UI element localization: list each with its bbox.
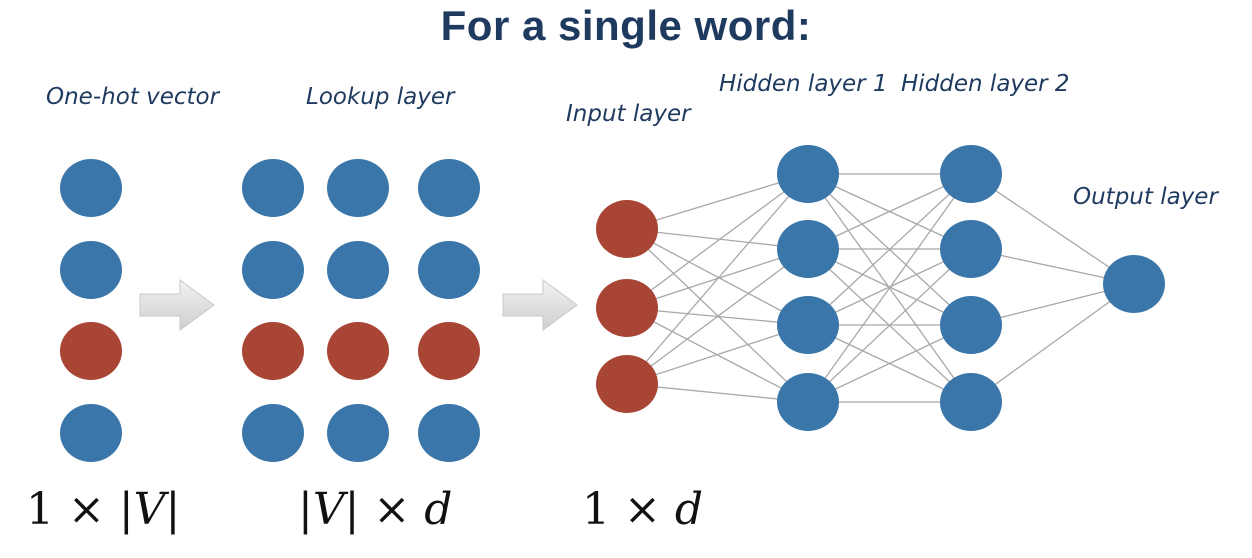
input-node bbox=[596, 355, 658, 413]
lookup-node bbox=[327, 322, 389, 380]
lookup-node bbox=[327, 159, 389, 217]
one-hot-dimension: 1 × |V| bbox=[26, 484, 180, 535]
label-hidden-layer-2: Hidden layer 2 bbox=[901, 71, 1070, 97]
lookup-node bbox=[242, 404, 304, 462]
lookup-node bbox=[418, 404, 480, 462]
lookup-node bbox=[418, 322, 480, 380]
lookup-dim-middle: | × bbox=[344, 484, 425, 535]
input-dimension: 1 × d bbox=[582, 484, 703, 535]
one-hot-dim-v: V bbox=[133, 484, 166, 535]
label-one-hot-vector: One-hot vector bbox=[46, 84, 220, 110]
one-hot-node bbox=[60, 241, 122, 299]
connections bbox=[626, 173, 1135, 403]
nodes bbox=[60, 145, 1165, 462]
connection-line bbox=[626, 173, 809, 230]
one-hot-dim-suffix: | bbox=[165, 484, 181, 535]
one-hot-node bbox=[60, 159, 122, 217]
lookup-dim-v: V bbox=[312, 484, 345, 535]
hidden1-node bbox=[777, 296, 839, 354]
lookup-node bbox=[327, 241, 389, 299]
input-dim-d: d bbox=[674, 484, 704, 535]
hidden1-node bbox=[777, 220, 839, 278]
hidden2-node bbox=[940, 296, 1002, 354]
one-hot-node bbox=[60, 322, 122, 380]
connection-line bbox=[626, 324, 809, 385]
hidden2-node bbox=[940, 373, 1002, 431]
arrow-right-icon bbox=[502, 279, 578, 331]
lookup-dim-d: d bbox=[424, 484, 453, 535]
arrow-right-icon bbox=[139, 279, 215, 331]
connection-line bbox=[970, 173, 1135, 285]
input-node bbox=[596, 279, 658, 337]
connection-line bbox=[626, 228, 809, 403]
lookup-node bbox=[418, 159, 480, 217]
one-hot-node bbox=[60, 404, 122, 462]
input-node bbox=[596, 200, 658, 258]
lookup-node bbox=[242, 322, 304, 380]
input-dim-prefix: 1 × bbox=[582, 484, 675, 535]
label-lookup-layer: Lookup layer bbox=[306, 84, 455, 110]
connection-line bbox=[807, 248, 972, 403]
label-output-layer: Output layer bbox=[1073, 184, 1218, 210]
hidden1-node bbox=[777, 145, 839, 203]
connection-line bbox=[626, 248, 809, 385]
lookup-dim-prefix: | bbox=[298, 484, 313, 535]
label-input-layer: Input layer bbox=[566, 101, 691, 127]
arrows bbox=[139, 279, 578, 331]
output-node bbox=[1103, 255, 1165, 313]
hidden1-node bbox=[777, 373, 839, 431]
hidden2-node bbox=[940, 220, 1002, 278]
lookup-node bbox=[327, 404, 389, 462]
connection-line bbox=[807, 173, 972, 403]
connection-line bbox=[626, 173, 809, 385]
one-hot-dim-prefix: 1 × | bbox=[26, 484, 134, 535]
hidden2-node bbox=[940, 145, 1002, 203]
connection-line bbox=[970, 283, 1135, 403]
connection-line bbox=[626, 173, 809, 309]
lookup-node bbox=[418, 241, 480, 299]
label-hidden-layer-1: Hidden layer 1 bbox=[719, 71, 888, 97]
connection-line bbox=[626, 228, 809, 326]
lookup-node bbox=[242, 241, 304, 299]
lookup-dimension: |V| × d bbox=[298, 484, 452, 535]
page-title: For a single word: bbox=[440, 2, 812, 49]
lookup-node bbox=[242, 159, 304, 217]
connection-line bbox=[807, 173, 972, 326]
